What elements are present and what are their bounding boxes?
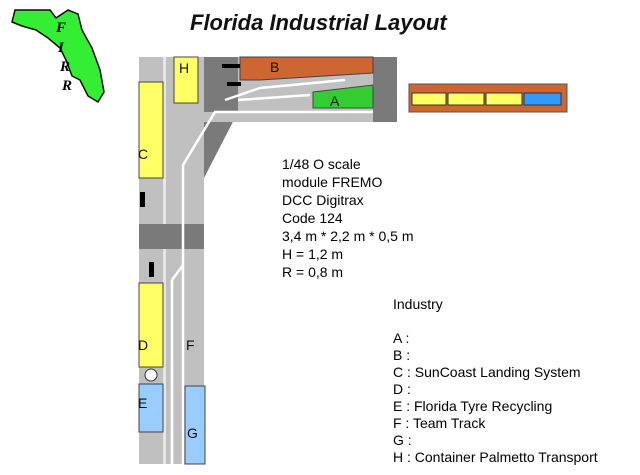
industry-item-c: C : SunCoast Landing System xyxy=(393,364,581,380)
label-c: C xyxy=(138,146,148,162)
industry-heading: Industry xyxy=(393,296,443,312)
spec-dimensions: 3,4 m * 2,2 m * 0,5 m xyxy=(282,228,414,244)
industry-item-f: F : Team Track xyxy=(393,415,486,431)
locomotive xyxy=(523,92,562,106)
label-d: D xyxy=(138,337,148,353)
train-illustration xyxy=(408,83,568,113)
spec-module: module FREMO xyxy=(282,174,383,190)
wagon-1 xyxy=(411,92,447,106)
top-module-end xyxy=(373,57,397,122)
label-b: B xyxy=(270,59,279,75)
top-module-lower xyxy=(204,112,373,122)
logo-letter-r2: R xyxy=(61,78,72,94)
industry-track-b xyxy=(224,78,346,102)
industry-e-building xyxy=(138,383,164,433)
tracks xyxy=(170,78,373,464)
logo-letter-i: I xyxy=(57,40,65,56)
industry-item-a: A : xyxy=(393,330,410,346)
industry-track-a xyxy=(237,93,311,102)
spec-radius: R = 0,8 m xyxy=(282,264,344,280)
industry-d-building xyxy=(138,282,164,368)
industry-c-building xyxy=(138,81,164,179)
wagon-3 xyxy=(485,92,523,106)
industry-a-building xyxy=(312,84,374,109)
industry-item-e: E : Florida Tyre Recycling xyxy=(393,398,553,414)
spec-height: H = 1,2 m xyxy=(282,246,344,262)
florida-map-logo: F I R R xyxy=(11,9,105,104)
industry-item-d: D : xyxy=(393,381,411,397)
marker-top-1 xyxy=(222,64,240,68)
industry-h-building xyxy=(173,56,199,104)
wagon-2 xyxy=(447,92,485,106)
logo-letter-f: F xyxy=(55,20,66,36)
marker-left-2 xyxy=(149,262,154,277)
label-a: A xyxy=(330,93,340,109)
industry-legend: Industry A : B : C : SunCoast Landing Sy… xyxy=(393,296,598,466)
label-f: F xyxy=(186,337,195,353)
label-e: E xyxy=(138,395,147,411)
logo-letter-r1: R xyxy=(59,59,70,75)
marker-top-2 xyxy=(227,82,241,86)
industry-item-b: B : xyxy=(393,347,411,363)
industry-item-h: H : Container Palmetto Transport xyxy=(393,449,598,465)
main-curve xyxy=(181,110,373,178)
spec-code: Code 124 xyxy=(282,210,343,226)
module-joint-dark xyxy=(139,224,204,249)
industry-g-building xyxy=(184,385,206,465)
industry-b-building xyxy=(239,56,374,81)
spec-scale: 1/48 O scale xyxy=(282,156,361,172)
label-g: G xyxy=(187,425,198,441)
tank-circle xyxy=(144,368,158,382)
page-title: Florida Industrial Layout xyxy=(190,10,447,35)
module-divider xyxy=(163,57,166,464)
industry-item-g: G : xyxy=(393,432,412,448)
specs-list: 1/48 O scale module FREMO DCC Digitrax C… xyxy=(282,155,414,281)
spec-dcc: DCC Digitrax xyxy=(282,192,364,208)
marker-left-1 xyxy=(140,192,145,207)
siding-turnout xyxy=(170,264,185,281)
label-h: H xyxy=(179,60,189,76)
